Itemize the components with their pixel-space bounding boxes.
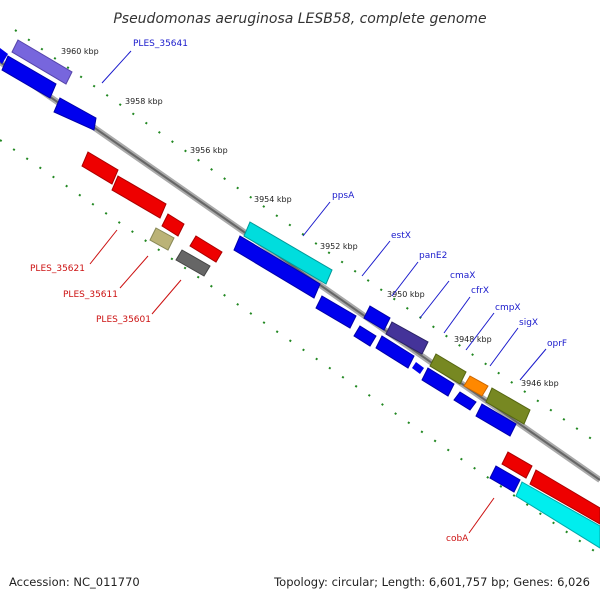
label-PLES_35601[interactable]: PLES_35601 — [96, 315, 151, 325]
label-cfrX[interactable]: cfrX — [471, 286, 489, 296]
map-title: Pseudomonas aeruginosa LESB58, complete … — [113, 11, 486, 27]
gene-panE2-blue-2[interactable] — [363, 305, 391, 331]
tick-label-3952: 3952 kbp — [320, 242, 358, 251]
gene-cfrX-small[interactable] — [412, 362, 424, 374]
gene-PLES_35621-c[interactable] — [161, 213, 185, 237]
tick-label-3950: 3950 kbp — [387, 290, 425, 299]
label-PLES_35611[interactable]: PLES_35611 — [63, 290, 118, 300]
gene-panE2-blue[interactable] — [353, 325, 377, 347]
gene-cfrX-blue[interactable] — [421, 367, 455, 397]
gene-PLES_35611-bar[interactable] — [149, 227, 175, 251]
gene-cmpX-bar[interactable] — [463, 375, 489, 397]
tick-label-3960: 3960 kbp — [61, 47, 99, 56]
gene-cmpX-blue[interactable] — [453, 391, 477, 411]
gene-top-left-blue-1[interactable] — [0, 48, 8, 64]
gene-labels: PLES_35641 ppsA estX panE2 cmaX cfrX cmp… — [30, 39, 567, 544]
tick-label-3958: 3958 kbp — [125, 97, 163, 106]
label-cobA[interactable]: cobA — [446, 534, 469, 544]
gene-PLES_35601-red[interactable] — [189, 235, 223, 263]
label-PLES_35621[interactable]: PLES_35621 — [30, 264, 85, 274]
tick-label-3956: 3956 kbp — [190, 146, 228, 155]
tick-track-inner — [0, 139, 600, 556]
gene-cfrX-bar[interactable] — [429, 353, 467, 385]
gene-PLES_35601-bar[interactable] — [175, 249, 211, 277]
tick-label-3954: 3954 kbp — [254, 195, 292, 204]
genome-summary-text: Topology: circular; Length: 6,601,757 bp… — [273, 575, 590, 589]
gene-PLES_35621-a[interactable] — [81, 151, 119, 185]
tick-labels: 3960 kbp 3958 kbp 3956 kbp 3954 kbp 3952… — [61, 47, 559, 388]
label-PLES_35641[interactable]: PLES_35641 — [133, 39, 188, 49]
gene-cobA-blue[interactable] — [489, 465, 521, 493]
tick-label-3946: 3946 kbp — [521, 379, 559, 388]
gene-sigX-bar[interactable] — [485, 387, 531, 425]
gene-PLES_35621-b[interactable] — [111, 175, 167, 219]
label-panE2[interactable]: panE2 — [419, 251, 447, 261]
gene-ppsA-bar[interactable] — [243, 221, 333, 285]
gene-cmaX-bar[interactable] — [385, 321, 429, 355]
label-oprF[interactable]: oprF — [547, 339, 567, 349]
gene-top-left-blue-3[interactable] — [53, 97, 97, 131]
label-ppsA[interactable]: ppsA — [332, 191, 355, 201]
gene-cobA-red-2[interactable] — [529, 469, 600, 525]
gene-cobA-red-1[interactable] — [501, 451, 533, 479]
genes — [0, 39, 600, 549]
gene-ppsA-blue[interactable] — [233, 235, 321, 299]
gene-cmaX-blue[interactable] — [375, 335, 415, 369]
gene-PLES_35641-bar[interactable] — [11, 39, 73, 85]
gene-top-left-blue-2[interactable] — [1, 55, 57, 99]
tick-label-3948: 3948 kbp — [454, 335, 492, 344]
gene-oprF-blue[interactable] — [475, 403, 517, 437]
gene-estX-blue[interactable] — [315, 295, 357, 329]
label-leaders — [89, 50, 547, 534]
gene-cobA-cyan[interactable] — [515, 481, 600, 549]
label-cmpX[interactable]: cmpX — [495, 303, 521, 313]
accession-text: Accession: NC_011770 — [9, 575, 140, 589]
label-sigX[interactable]: sigX — [519, 318, 538, 328]
label-cmaX[interactable]: cmaX — [450, 271, 475, 281]
tick-track-outer — [14, 29, 600, 446]
label-estX[interactable]: estX — [391, 231, 411, 241]
